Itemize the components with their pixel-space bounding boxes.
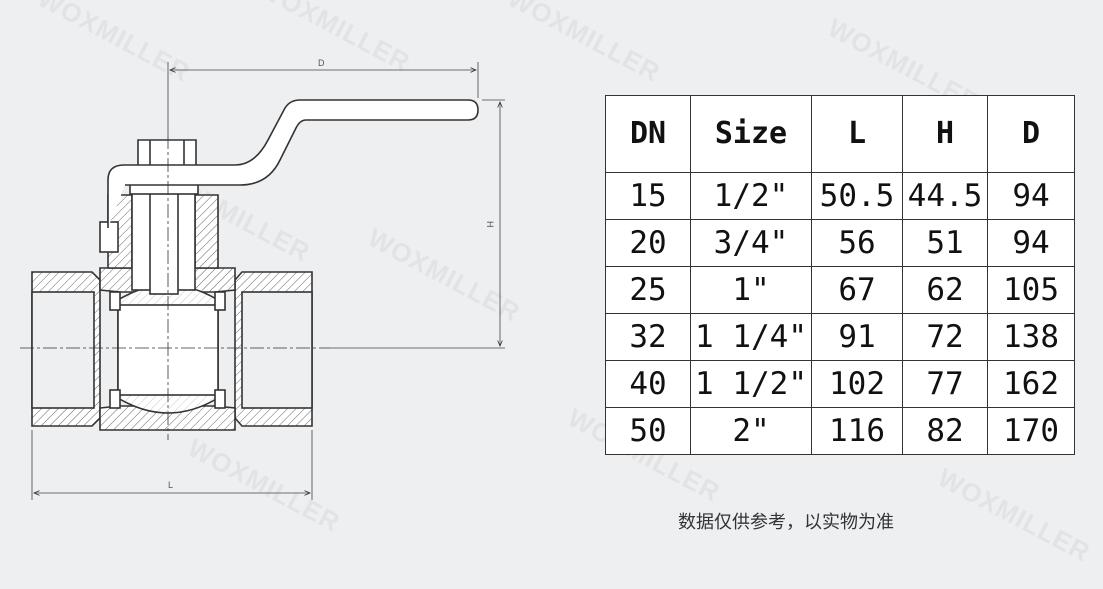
col-header-l: L [811, 95, 903, 173]
table-row: 15 1/2" 50.5 44.5 94 [605, 172, 1075, 220]
table-header-row: DN Size L H D [605, 95, 1075, 173]
dim-h-label: H [485, 221, 495, 228]
cell-d: 162 [987, 360, 1075, 408]
col-header-d: D [987, 95, 1075, 173]
cell-dn: 20 [605, 219, 691, 267]
cell-h: 82 [902, 407, 988, 455]
cell-d: 170 [987, 407, 1075, 455]
cell-d: 105 [987, 266, 1075, 314]
cell-d: 138 [987, 313, 1075, 361]
disclaimer-note: 数据仅供参考，以实物为准 [678, 512, 894, 533]
cell-size: 2" [690, 407, 812, 455]
cell-size: 1" [690, 266, 812, 314]
cell-size: 3/4" [690, 219, 812, 267]
cell-h: 62 [902, 266, 988, 314]
table-row: 32 1 1/4" 91 72 138 [605, 313, 1075, 361]
cell-dn: 40 [605, 360, 691, 408]
handle-lever [107, 99, 479, 228]
cell-l: 56 [811, 219, 903, 267]
ball-valve-drawing: D H L [20, 58, 505, 500]
dim-l-label: L [168, 480, 173, 490]
dim-d-label: D [318, 58, 325, 68]
cell-l: 102 [811, 360, 903, 408]
table-row: 25 1" 67 62 105 [605, 266, 1075, 314]
cell-l: 50.5 [811, 172, 903, 220]
cell-h: 72 [902, 313, 988, 361]
cell-l: 91 [811, 313, 903, 361]
cell-l: 67 [811, 266, 903, 314]
table-row: 40 1 1/2" 102 77 162 [605, 360, 1075, 408]
cell-size: 1/2" [690, 172, 812, 220]
cell-h: 51 [902, 219, 988, 267]
col-header-dn: DN [605, 95, 691, 173]
cell-d: 94 [987, 172, 1075, 220]
col-header-h: H [902, 95, 988, 173]
cell-dn: 15 [605, 172, 691, 220]
col-header-size: Size [690, 95, 812, 173]
table-row: 50 2" 116 82 170 [605, 407, 1075, 455]
watermark: WOXMILLER [933, 462, 1096, 568]
cell-size: 1 1/2" [690, 360, 812, 408]
cell-size: 1 1/4" [690, 313, 812, 361]
cell-dn: 25 [605, 266, 691, 314]
cell-h: 77 [902, 360, 988, 408]
cell-h: 44.5 [902, 172, 988, 220]
cell-l: 116 [811, 407, 903, 455]
spec-table: DN Size L H D 15 1/2" 50.5 44.5 94 20 3/… [605, 95, 1075, 455]
cell-dn: 32 [605, 313, 691, 361]
table-row: 20 3/4" 56 51 94 [605, 219, 1075, 267]
cell-dn: 50 [605, 407, 691, 455]
cell-d: 94 [987, 219, 1075, 267]
